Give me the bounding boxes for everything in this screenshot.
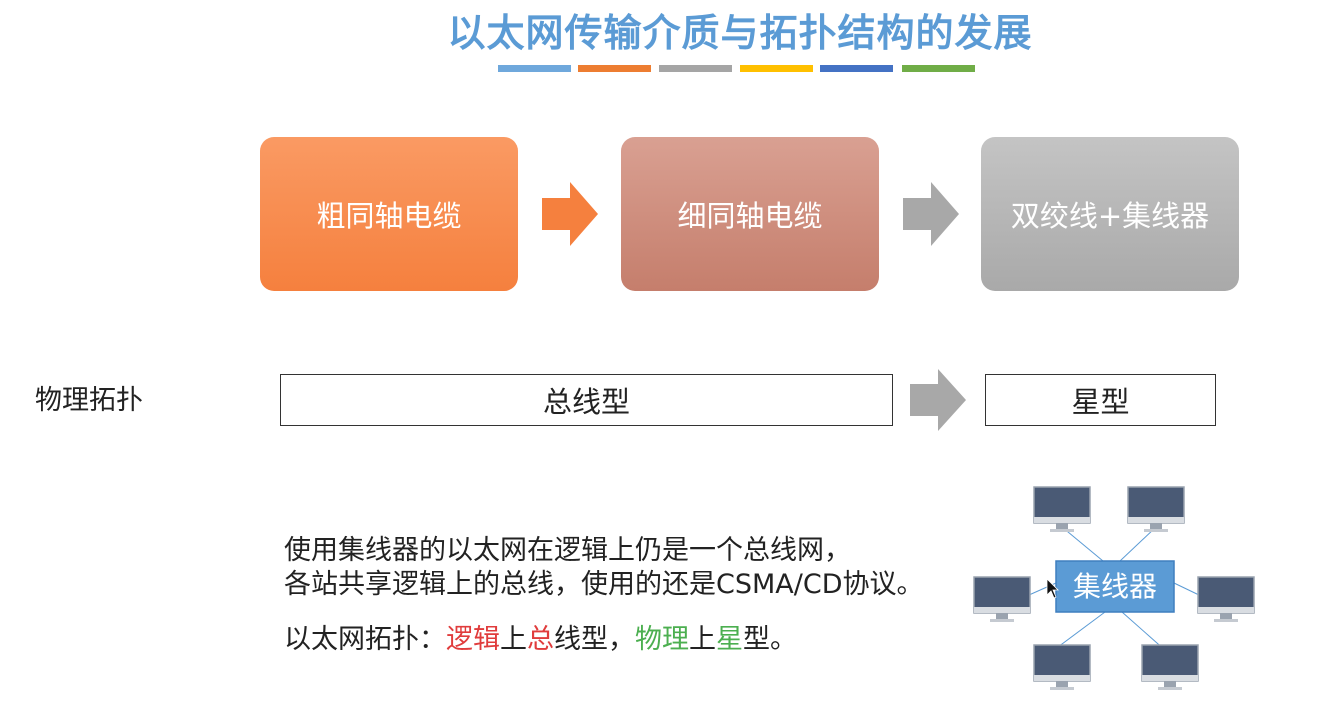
computer-icon	[1033, 644, 1091, 690]
hub-box: 集线器	[1055, 560, 1175, 613]
slide-title: 以太网传输介质与拓扑结构的发展	[447, 11, 1033, 55]
hub-network-diagram: 集线器	[973, 486, 1255, 690]
media-box-thick-coax: 粗同轴电缆	[260, 137, 518, 291]
arrow-right-icon	[903, 182, 959, 246]
bus-word: 线型，	[554, 624, 635, 655]
computer-icon	[1033, 486, 1091, 532]
star-word: 型。	[743, 624, 797, 655]
color-bar-4	[740, 65, 813, 72]
color-bar-5	[820, 65, 893, 72]
description-line-3: 以太网拓扑：逻辑上总线型，物理上星型。	[284, 617, 797, 656]
computer-icon	[1127, 486, 1185, 532]
physical-topology-label: 物理拓扑	[35, 385, 143, 416]
color-bar-1	[498, 65, 571, 72]
description-line-2: 各站共享逻辑上的总线，使用的还是CSMA/CD协议。	[284, 569, 924, 600]
star-topology-label: 星型	[1071, 385, 1130, 419]
arrow-right-icon	[542, 182, 598, 246]
color-bar-2	[578, 65, 651, 72]
zong-char: 总	[527, 624, 554, 655]
logic-word: 逻辑	[446, 624, 500, 655]
xing-char: 星	[716, 624, 743, 655]
description-line-1: 使用集线器的以太网在逻辑上仍是一个总线网，	[284, 535, 851, 566]
color-bar-3	[659, 65, 732, 72]
computer-icon	[973, 576, 1031, 622]
arrow-right-icon	[910, 369, 966, 431]
media-box-label: 双绞线+集线器	[1010, 199, 1210, 233]
bus-topology-label: 总线型	[542, 385, 630, 419]
mouse-cursor-icon	[1046, 578, 1059, 599]
up-word: 上	[689, 624, 716, 655]
media-box-twisted-pair: 双绞线+集线器	[981, 137, 1239, 291]
color-bar-6	[902, 65, 975, 72]
computer-icon	[1197, 576, 1255, 622]
bus-topology-box: 总线型	[280, 374, 893, 426]
media-box-thin-coax: 细同轴电缆	[621, 137, 879, 291]
up-word: 上	[500, 624, 527, 655]
hub-label: 集线器	[1073, 570, 1157, 603]
media-box-label: 粗同轴电缆	[316, 199, 462, 233]
media-box-label: 细同轴电缆	[677, 199, 823, 233]
topology-prefix: 以太网拓扑：	[284, 624, 446, 655]
star-topology-box: 星型	[985, 374, 1216, 426]
computer-icon	[1141, 644, 1199, 690]
physical-word: 物理	[635, 624, 689, 655]
